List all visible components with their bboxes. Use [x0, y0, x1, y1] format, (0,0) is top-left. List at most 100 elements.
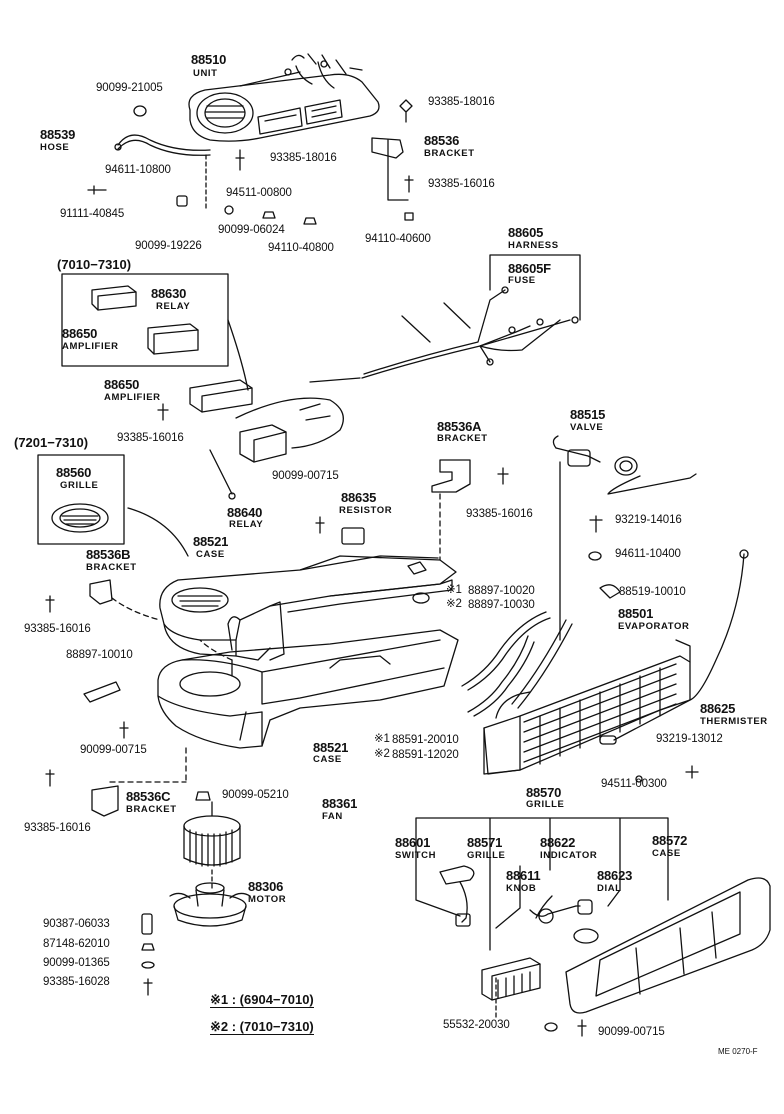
part-number-label: 93385-16016 — [24, 623, 91, 635]
part-number-label: 87148-62010 — [43, 938, 110, 950]
part-name: BRACKET — [437, 433, 488, 444]
part-number: 88539 — [40, 127, 76, 142]
nut-drawing — [303, 217, 317, 225]
leader-line — [109, 747, 187, 783]
dial-drawing — [573, 928, 599, 944]
screw-drawing — [315, 516, 325, 534]
part-number: 88536 — [424, 133, 460, 148]
hose-88591-drawing — [461, 611, 573, 717]
part-name: INDICATOR — [540, 850, 598, 861]
nut-drawing — [262, 211, 276, 219]
part-name: UNIT — [193, 68, 218, 79]
screw-drawing — [157, 403, 169, 421]
part-name: BRACKET — [126, 804, 177, 815]
seal-drawing — [412, 592, 430, 604]
part-number: 88611 — [506, 868, 541, 883]
part-name: EVAPORATOR — [618, 621, 690, 632]
screw-drawing — [577, 1019, 587, 1037]
part-name: HARNESS — [508, 240, 559, 251]
grille-88571-drawing — [481, 957, 541, 1001]
bracket-88536-drawing — [371, 137, 404, 159]
fan-drawing — [183, 815, 241, 867]
part-number-label: 90099-19226 — [135, 240, 202, 252]
part-number-label: 88519-10010 — [619, 586, 686, 598]
part-number: 88640 — [227, 505, 263, 520]
bracket-88897-drawing — [83, 681, 121, 703]
part-name: CASE — [313, 754, 342, 765]
part-number-label: 88591-20010 — [392, 734, 459, 746]
part-name: AMPLIFIER — [62, 341, 119, 352]
part-name: FUSE — [508, 275, 536, 286]
part-number-label: 90099-01365 — [43, 957, 110, 969]
part-number-label: 94611-10800 — [105, 164, 171, 176]
asterisk-mark: ※1 — [374, 733, 390, 745]
part-name: RESISTOR — [339, 505, 393, 516]
part-number: 88521 — [313, 740, 349, 755]
bracket-88536A-drawing — [431, 459, 471, 493]
leader-line — [227, 319, 249, 391]
part-name: GRILLE — [60, 480, 99, 491]
part-number: 88601 — [395, 835, 431, 850]
part-name: SWITCH — [395, 850, 437, 861]
cooling-unit-drawing — [188, 53, 380, 142]
grille-case-88572-drawing — [565, 877, 771, 1014]
bracket-88536B-drawing — [89, 579, 113, 605]
part-name: KNOB — [506, 883, 537, 894]
grommet-drawing — [588, 551, 602, 561]
figure-code: ME 0270-F — [718, 1047, 758, 1056]
amplifier-88650-boxed-drawing — [147, 323, 199, 355]
range-label: (7201−7310) — [14, 435, 89, 450]
nut-drawing — [404, 212, 414, 221]
part-name: THERMISTER — [700, 716, 768, 727]
valve-drawing — [552, 435, 697, 495]
nut-drawing — [141, 943, 155, 951]
leader-line — [489, 254, 581, 321]
part-name: MOTOR — [248, 894, 287, 905]
part-number-label: 90099-00715 — [80, 744, 147, 756]
part-number-label: 90099-05210 — [222, 789, 289, 801]
leader-line — [111, 597, 161, 621]
part-number-label: 55532-20030 — [443, 1019, 510, 1031]
part-name: CASE — [196, 549, 225, 560]
part-number-label: 90099-00715 — [272, 470, 339, 482]
legend-note-1: ※1 : (6904−7010) — [210, 992, 314, 1008]
screw-drawing — [87, 185, 107, 195]
screw-drawing — [685, 765, 699, 779]
asterisk-mark: ※2 — [374, 748, 390, 760]
part-number-label: 90099-00715 — [598, 1026, 665, 1038]
clip-drawing — [544, 1022, 558, 1032]
harness-drawing — [309, 286, 579, 383]
part-name: DIAL — [597, 883, 622, 894]
hose-drawing — [114, 134, 211, 156]
grille-88560-drawing — [51, 503, 109, 533]
part-number: 88361 — [322, 796, 358, 811]
leader-line — [127, 507, 189, 557]
nut-drawing — [195, 791, 211, 801]
part-number-label: 93385-16028 — [43, 976, 110, 988]
part-number-label: 94611-10400 — [615, 548, 681, 560]
part-number-label: 93219-13012 — [656, 733, 723, 745]
washer-drawing — [141, 961, 155, 969]
screw-drawing — [45, 769, 55, 787]
relay-88630-drawing — [91, 285, 137, 311]
part-name: VALVE — [570, 422, 604, 433]
clamp-drawing — [599, 584, 621, 599]
switch-drawing — [439, 865, 475, 927]
part-number: 88570 — [526, 785, 562, 800]
screw-drawing — [235, 149, 245, 171]
nut-drawing — [224, 205, 234, 215]
part-number-label: 93385-16016 — [24, 822, 91, 834]
part-number: 88536C — [126, 789, 171, 804]
relay-88640-drawing — [209, 397, 344, 500]
part-name: RELAY — [156, 301, 191, 312]
bolt-drawing — [399, 99, 413, 123]
range-label: (7010−7310) — [57, 257, 132, 272]
part-number: 88630 — [151, 286, 187, 301]
part-number: 88635 — [341, 490, 377, 505]
part-number: 88605F — [508, 261, 551, 276]
part-number: 88521 — [193, 534, 229, 549]
screw-drawing — [119, 721, 129, 739]
motor-drawing — [169, 882, 251, 927]
part-number-label: 91111-40845 — [60, 208, 125, 220]
